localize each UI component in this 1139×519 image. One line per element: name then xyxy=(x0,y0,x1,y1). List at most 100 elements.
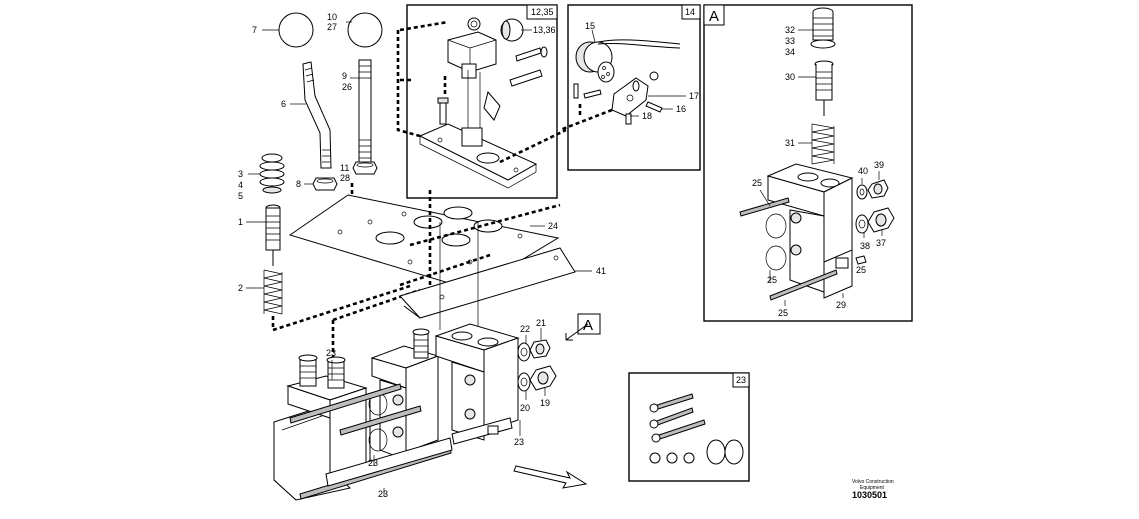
valve-block-assembly xyxy=(273,323,520,501)
screw-16 xyxy=(645,71,663,113)
label-11: 11 xyxy=(340,163,349,173)
label-27: 27 xyxy=(327,22,337,32)
label-2: 2 xyxy=(238,283,243,293)
label-23-c: 23 xyxy=(378,489,388,499)
label-25-b: 25 xyxy=(767,275,777,285)
label-28: 28 xyxy=(340,173,350,183)
label-23-b: 23 xyxy=(368,458,378,468)
cap-32 xyxy=(810,7,836,49)
label-24: 24 xyxy=(548,221,558,231)
label-38: 38 xyxy=(860,241,870,251)
front-direction-arrow[interactable] xyxy=(513,465,588,489)
label-22: 22 xyxy=(520,324,530,334)
base-plate-12 xyxy=(418,123,538,189)
knob-7 xyxy=(278,12,314,48)
label-9: 9 xyxy=(342,71,347,81)
pin-screws xyxy=(437,46,548,125)
detail-a-frame xyxy=(703,4,913,322)
label-14: 14 xyxy=(685,7,695,17)
label-32: 32 xyxy=(785,25,795,35)
label-15: 15 xyxy=(585,21,595,31)
inset-14-frame xyxy=(567,4,701,171)
kit-23-nuts xyxy=(649,452,695,464)
inset-14-tag xyxy=(681,4,701,20)
label-20: 20 xyxy=(520,403,530,413)
label-23-d: 23 xyxy=(514,437,524,447)
kit-23-tag xyxy=(732,372,750,388)
label-33: 33 xyxy=(785,36,795,46)
label-25-d: 25 xyxy=(856,265,866,275)
switch-15 xyxy=(575,39,681,73)
lever-9 xyxy=(358,59,372,165)
plug-19 xyxy=(529,365,557,391)
kit-23-orings xyxy=(706,439,744,465)
washer-40 xyxy=(856,184,868,200)
inset-12-35-tag xyxy=(526,4,558,20)
brand-line-1: Volvo Construction xyxy=(852,479,894,485)
label-26: 26 xyxy=(342,82,352,92)
label-7: 7 xyxy=(252,25,257,35)
label-16: 16 xyxy=(676,104,686,114)
detail-a-tag xyxy=(703,4,725,26)
label-25-c: 25 xyxy=(778,308,788,318)
detail-a-callout-label: A xyxy=(583,317,593,334)
oring-pair xyxy=(765,213,787,271)
label-19: 19 xyxy=(540,398,550,408)
plug-21 xyxy=(529,339,551,359)
plunger-1 xyxy=(265,204,281,266)
label-21: 21 xyxy=(536,318,546,328)
label-12-35: 12,35 xyxy=(531,7,554,17)
kit-23-label: 23 xyxy=(736,375,746,385)
label-30: 30 xyxy=(785,72,795,82)
plug-39 xyxy=(867,179,889,199)
plunger-30 xyxy=(814,60,834,116)
label-10: 10 xyxy=(327,12,337,22)
detail-a-tag-label: A xyxy=(709,8,719,25)
lever-6 xyxy=(302,61,332,169)
label-41: 41 xyxy=(596,266,606,276)
bracket-41 xyxy=(399,247,576,319)
kit-23-tie-rods xyxy=(649,393,706,443)
plug-37 xyxy=(867,207,895,233)
spring-31 xyxy=(811,123,835,165)
switch-plate-15 xyxy=(597,61,615,83)
label-37: 37 xyxy=(876,238,886,248)
drawing-number: 1030501 xyxy=(852,490,887,500)
cap-13 xyxy=(500,18,524,42)
nut-25-detail xyxy=(855,255,867,265)
label-6: 6 xyxy=(281,99,286,109)
label-40: 40 xyxy=(858,166,868,176)
label-13-36: 13,36 xyxy=(533,25,556,35)
label-29: 29 xyxy=(836,300,846,310)
washer-20 xyxy=(517,372,531,392)
pin-18 xyxy=(573,83,632,125)
label-25-a: 25 xyxy=(752,178,762,188)
label-18: 18 xyxy=(642,111,652,121)
label-8: 8 xyxy=(296,179,301,189)
detail-a-callout xyxy=(577,313,601,335)
kit-23-frame xyxy=(628,372,750,482)
washer-38 xyxy=(855,214,869,234)
inset-12-35-frame xyxy=(406,4,558,199)
knob-10 xyxy=(347,12,383,48)
label-31: 31 xyxy=(785,138,795,148)
label-1: 1 xyxy=(238,217,243,227)
pivot-bracket-12 xyxy=(447,17,497,79)
label-17: 17 xyxy=(689,91,699,101)
valve-section-29 xyxy=(766,163,854,299)
label-4: 4 xyxy=(238,180,243,190)
nut-11 xyxy=(352,161,378,175)
spring-seat-3 xyxy=(259,153,285,194)
label-5: 5 xyxy=(238,191,243,201)
spring-2 xyxy=(263,269,283,315)
label-23-a: 23 xyxy=(326,348,336,358)
nut-8 xyxy=(312,177,338,191)
label-39: 39 xyxy=(874,160,884,170)
tie-rod-25 xyxy=(739,197,838,301)
washer-22 xyxy=(517,342,531,362)
brand-line-2: Equipment xyxy=(860,485,885,491)
label-34: 34 xyxy=(785,47,795,57)
label-3: 3 xyxy=(238,169,243,179)
